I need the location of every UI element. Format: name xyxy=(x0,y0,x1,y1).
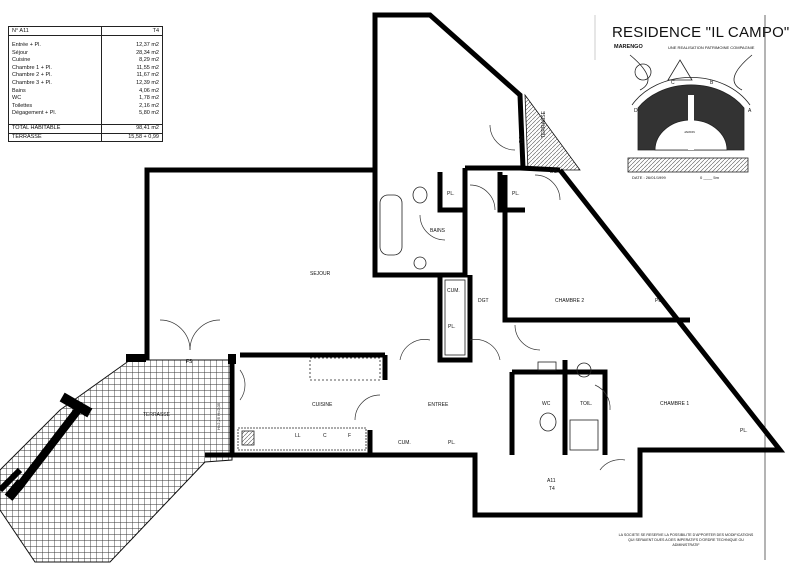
walls xyxy=(144,12,786,518)
site-center: JARDIN xyxy=(684,130,695,134)
site-plan: C B D A JARDIN xyxy=(627,54,753,173)
room-area: 28,34 m2 xyxy=(136,49,159,56)
plan-date: DATE : 26/01/1999 xyxy=(632,175,666,180)
area-row: Chambre 1 + Pl. 11,55 m2 xyxy=(9,65,162,73)
terrace-parapet xyxy=(14,407,82,491)
table-header: N° A11 T4 xyxy=(9,27,162,36)
bathtub xyxy=(379,194,403,256)
label-pl-5: PL. xyxy=(655,298,663,304)
area-row: Chambre 3 + Pl. 12,39 m2 xyxy=(9,80,162,88)
label-entree: ENTREE xyxy=(428,402,449,408)
scale-bar: 0 ____ 5m xyxy=(700,175,719,180)
label-ll: LL xyxy=(295,433,301,439)
label-terrasse: TERRASSE xyxy=(143,412,171,418)
label-terrasse-small: TERRASSE xyxy=(541,110,547,138)
site-label-c: C xyxy=(671,80,675,86)
site-label-b: B xyxy=(710,80,714,86)
area-row: WC 1,78 m2 xyxy=(9,95,162,103)
site-label-a: A xyxy=(748,108,752,114)
room-area: 5,80 m2 xyxy=(139,110,159,117)
terrace-small xyxy=(524,93,581,171)
room-area: 12,39 m2 xyxy=(136,79,159,86)
area-row: Toilettes 2,16 m2 xyxy=(9,103,162,111)
label-fs: FS xyxy=(186,359,193,365)
label-pl-3: PL. xyxy=(448,324,456,330)
wc-sink xyxy=(537,361,557,371)
area-row: Séjour 28,34 m2 xyxy=(9,50,162,58)
label-pl-1: PL. xyxy=(447,191,455,197)
developer: UNE REALISATION PATRIMOINE COMPAGNIE xyxy=(668,45,755,50)
area-row: Dégagement + Pl. 5,80 m2 xyxy=(9,110,162,118)
terrace-value: 15,58 + 0,99 xyxy=(128,133,159,140)
room-area: 8,29 m2 xyxy=(139,57,159,64)
kitchen-hob xyxy=(241,430,255,446)
room-name: Dégagement + Pl. xyxy=(12,110,57,117)
label-c: C xyxy=(323,433,327,439)
label-pl-6: PL. xyxy=(740,428,748,434)
cupboard-dgt xyxy=(444,279,466,356)
label-unit: A11 xyxy=(547,478,556,484)
label-pl-4: PL. xyxy=(448,440,456,446)
label-cum-1: CUM. xyxy=(447,288,460,294)
label-ds-1: DS xyxy=(519,135,525,143)
label-chambre-2: CHAMBRE 2 xyxy=(555,298,584,304)
label-cuisine: CUISINE xyxy=(312,402,333,408)
label-pl-2: PL. xyxy=(512,191,520,197)
location: MARENGO xyxy=(614,44,643,50)
label-chambre-1: CHAMBRE 1 xyxy=(660,401,689,407)
unit-type: T4 xyxy=(152,28,159,34)
room-name: Entrée + Pl. xyxy=(12,42,41,48)
sink-icon xyxy=(413,256,427,270)
room-name: Chambre 1 + Pl. xyxy=(12,64,52,71)
room-area: 1,78 m2 xyxy=(139,95,159,102)
room-area: 2,16 m2 xyxy=(139,102,159,109)
toilet-icon xyxy=(412,186,428,204)
label-ds-2: DS xyxy=(550,169,558,175)
room-labels: SEJOUR BAINS DGT CHAMBRE 2 CHAMBRE 1 CUI… xyxy=(143,110,748,492)
total-label: TOTAL HABITABLE xyxy=(12,124,61,131)
shower xyxy=(569,419,599,451)
footer-note: LA SOCIETE SE RESERVE LA POSSIBILITE D'A… xyxy=(618,533,754,547)
label-type: T4 xyxy=(549,486,555,492)
total-row: TOTAL HABITABLE 98,41 m2 xyxy=(9,123,162,134)
site-label-d: D xyxy=(634,108,638,114)
area-row: Entrée + Pl. 12,37 m2 xyxy=(9,42,162,50)
room-area: 11,55 m2 xyxy=(136,64,159,71)
room-area: 11,67 m2 xyxy=(136,72,159,79)
unit-number: N° A11 xyxy=(12,28,29,34)
area-row: Bains 4,06 m2 xyxy=(9,88,162,96)
label-f: F xyxy=(348,433,351,439)
room-name: WC xyxy=(12,95,22,102)
label-cum-2: CUM. xyxy=(398,440,411,446)
room-name: Chambre 3 + Pl. xyxy=(12,79,52,86)
terrace-row: TERRASSE 15,58 + 0,99 xyxy=(9,134,162,142)
fixtures xyxy=(237,186,599,451)
label-wc: WC xyxy=(542,401,551,407)
room-name: Bains xyxy=(12,87,26,94)
room-name: Toilettes xyxy=(12,102,33,109)
label-heights: H=2,25 H=2,05 xyxy=(216,402,221,430)
room-area: 12,37 m2 xyxy=(136,42,159,48)
label-toil: TOIL. xyxy=(580,401,592,407)
kitchen-counter xyxy=(237,427,367,451)
area-row: Chambre 2 + Pl. 11,67 m2 xyxy=(9,72,162,80)
label-sejour: SEJOUR xyxy=(310,271,331,277)
label-dgt: DGT xyxy=(478,298,489,304)
doors xyxy=(159,124,626,471)
total-value: 98,41 m2 xyxy=(136,124,159,131)
label-bains: BAINS xyxy=(430,228,446,234)
area-table: N° A11 T4 Entrée + Pl. 12,37 m2 Séjour 28,34… xyxy=(8,26,163,143)
residence-title: RESIDENCE "IL CAMPO" xyxy=(612,24,790,41)
room-name: Chambre 2 + Pl. xyxy=(12,72,52,79)
terrace-label: TERRASSE xyxy=(12,133,42,140)
area-row: Cuisine 8,29 m2 xyxy=(9,57,162,65)
room-name: Cuisine xyxy=(12,57,31,64)
toil-sink xyxy=(576,362,592,378)
table-divider xyxy=(101,27,102,142)
room-area: 4,06 m2 xyxy=(139,87,159,94)
room-name: Séjour xyxy=(12,49,28,56)
wc-toilet-icon xyxy=(539,412,557,432)
kitchen-wall-units xyxy=(309,357,381,381)
